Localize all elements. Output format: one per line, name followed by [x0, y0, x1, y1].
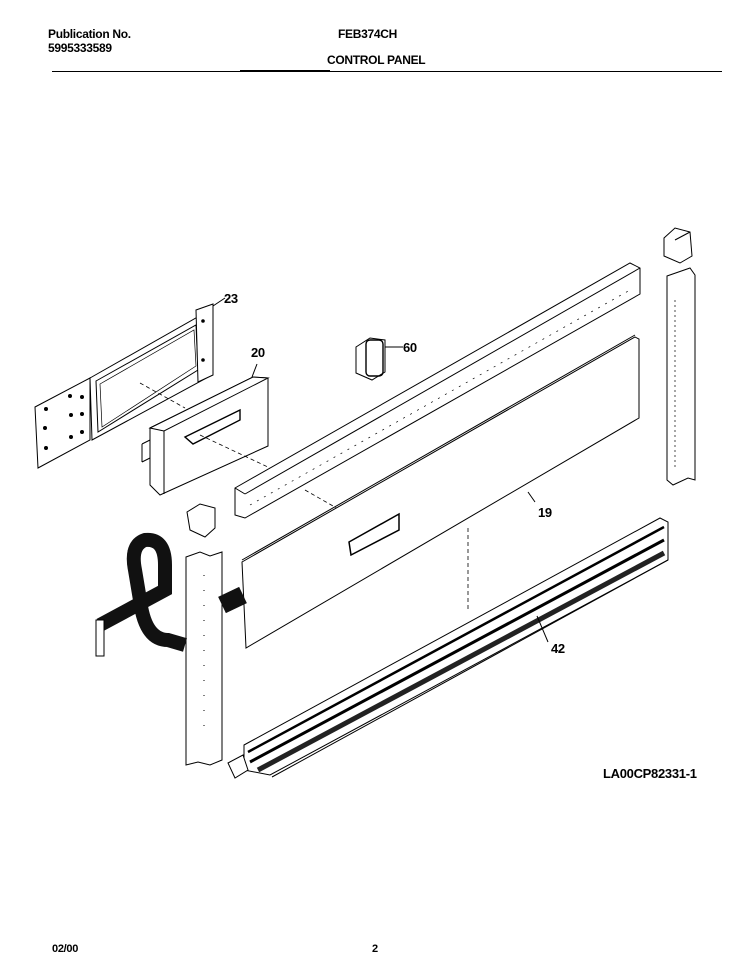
left-end-cap	[186, 503, 216, 538]
right-side-trim	[666, 267, 696, 486]
publication-label: Publication No.	[48, 27, 131, 41]
right-end-cap	[663, 227, 693, 264]
part-60-relay	[355, 337, 403, 381]
upper-top-trim	[234, 262, 641, 519]
header-divider-accent	[240, 70, 330, 72]
footer-page-number: 2	[372, 943, 378, 955]
footer-date: 02/00	[52, 943, 79, 955]
section-title: CONTROL PANEL	[327, 53, 426, 67]
part-20-control-board	[141, 363, 270, 496]
model-number: FEB374CH	[338, 27, 397, 41]
ribbon-cable	[95, 532, 247, 657]
part-42-vent-rail	[227, 517, 669, 779]
callout-42: 42	[551, 641, 565, 656]
alignment-lines	[139, 382, 469, 610]
callout-23: 23	[224, 291, 238, 306]
left-side-trim	[185, 551, 223, 766]
part-23-mounting-plate	[34, 297, 226, 469]
publication-number: 5995333589	[48, 41, 112, 55]
drawing-id: LA00CP82331-1	[603, 766, 697, 781]
callout-60: 60	[403, 340, 417, 355]
header-divider	[52, 71, 722, 72]
callout-20: 20	[251, 345, 265, 360]
callout-19: 19	[538, 505, 552, 520]
part-19-back-panel	[241, 334, 640, 649]
